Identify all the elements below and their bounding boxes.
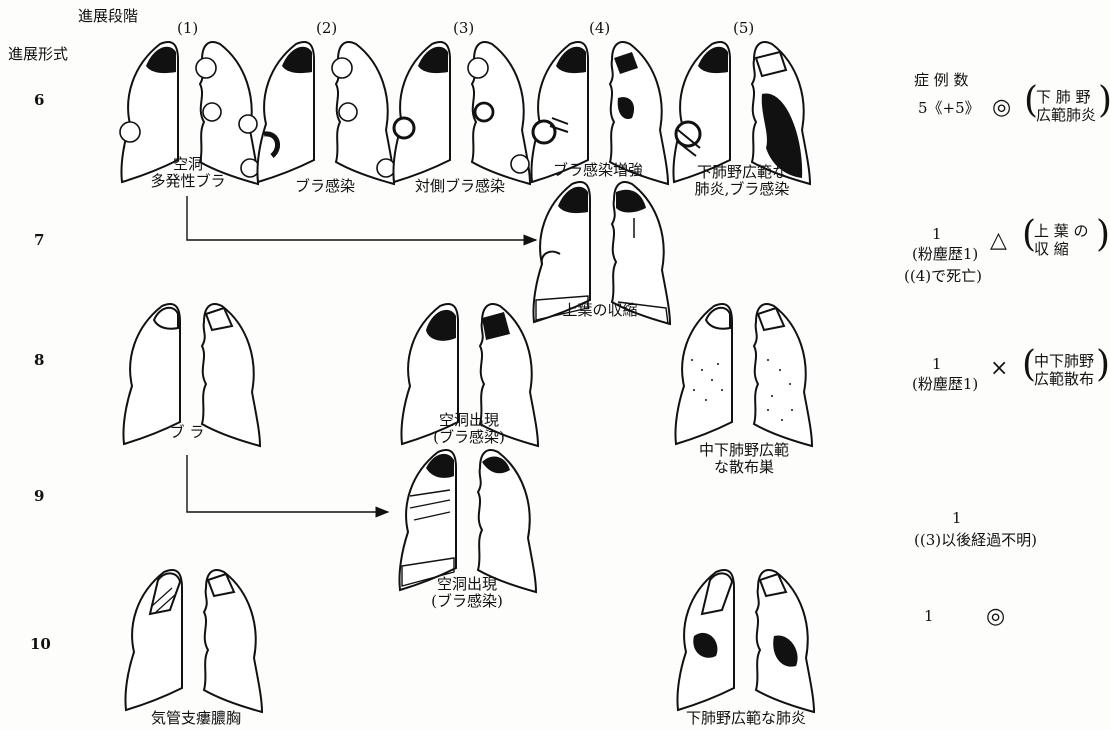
arrow-row9 bbox=[187, 455, 388, 512]
note-row8-paren-close: ) bbox=[1096, 344, 1110, 385]
lung-row10-stage1 bbox=[122, 566, 262, 720]
sub-row8: (粉塵歴1) bbox=[912, 376, 978, 393]
caption-row9-stage3: 空洞出現(ブラ感染) bbox=[412, 576, 522, 611]
caption-row10-stage1: 気管支瘻膿胸 bbox=[136, 710, 256, 727]
arrow-row7 bbox=[187, 196, 536, 240]
note-row6-paren-close: ) bbox=[1098, 80, 1110, 121]
sub-row9: ((3)以後経過不明) bbox=[914, 532, 1037, 549]
count-row9: 1 bbox=[952, 510, 962, 527]
count-row8: 1 bbox=[932, 356, 942, 373]
caption-row7-stage4: 上葉の収縮 bbox=[548, 302, 652, 319]
caption-row8-stage3: 空洞出現(ブラ感染) bbox=[414, 412, 524, 447]
count-row6: 5《+5》 bbox=[918, 100, 980, 117]
count-row10: 1 bbox=[924, 608, 934, 625]
caption-row6-stage4: ブラ感染増強 bbox=[532, 162, 664, 179]
caption-row10-stage5: 下肺野広範な肺炎 bbox=[668, 710, 824, 727]
lung-row6-stage2 bbox=[254, 38, 394, 192]
caption-row8-stage5: 中下肺野広範な散布巣 bbox=[686, 442, 802, 477]
lung-row6-stage3 bbox=[390, 38, 530, 192]
note-row7: 上 葉 の収 縮 bbox=[1034, 222, 1089, 258]
lung-row8-stage5 bbox=[672, 300, 812, 454]
sub-row7-a: (粉塵歴1) bbox=[912, 246, 978, 263]
count-row7: 1 bbox=[932, 226, 942, 243]
caption-row6-stage3: 対側ブラ感染 bbox=[400, 178, 520, 195]
symbol-row7: △ bbox=[990, 228, 1007, 253]
note-row8: 中下肺野広範散布 bbox=[1034, 352, 1094, 388]
symbol-row6: ◎ bbox=[992, 95, 1011, 120]
caption-row6-stage5: 下肺野広範な肺炎,ブラ感染 bbox=[680, 164, 804, 199]
note-row7-paren-close: ) bbox=[1096, 214, 1110, 255]
symbol-row8: × bbox=[990, 356, 1008, 381]
symbol-row10: ◎ bbox=[986, 604, 1005, 629]
caption-row8-stage1: ブ ラ bbox=[152, 424, 222, 441]
sub-row7-b: ((4)で死亡) bbox=[904, 268, 982, 285]
caption-row6-stage2: ブラ感染 bbox=[270, 178, 380, 195]
note-row6: 下 肺 野広範肺炎 bbox=[1036, 88, 1096, 124]
caption-row6-stage1: 空洞多発性ブラ bbox=[132, 156, 244, 191]
lung-row10-stage5 bbox=[674, 566, 814, 720]
